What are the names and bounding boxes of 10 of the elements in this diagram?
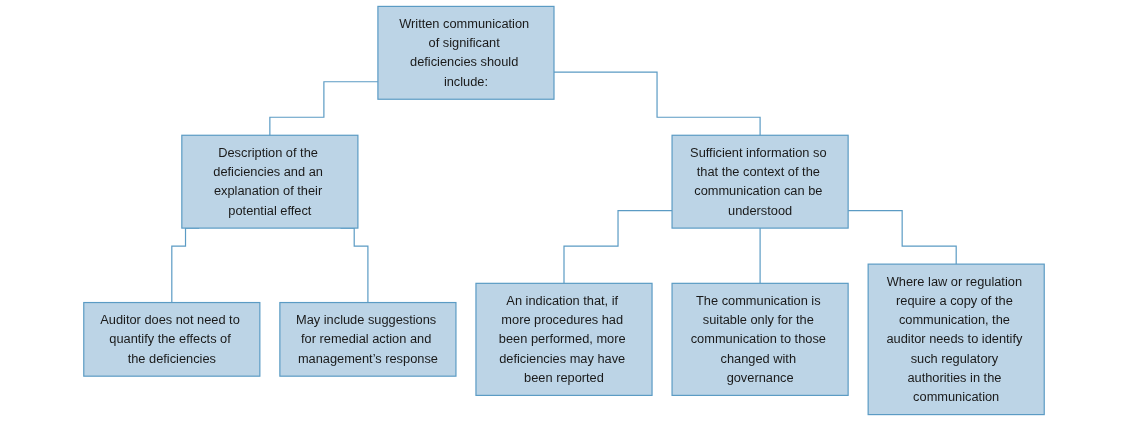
node-box: An indication that, if more procedures had been performed, more deficiencies may have been reported <box>475 282 653 396</box>
node-box: The communication is suitable only for the communication to those changed with governance <box>671 282 849 396</box>
node-box: Where law or regulation require a copy of the communication, the auditor needs to identify such regulatory authorities in the communication <box>867 263 1045 416</box>
node-box: May include suggestions for remedial action and management’s response <box>279 301 457 377</box>
connector <box>759 227 761 284</box>
connector <box>563 210 673 284</box>
node-box: Written communication of significant deficiencies should include: <box>377 5 555 100</box>
node-box: Description of the deficiencies and an explanation of their potential effect <box>181 134 359 229</box>
node-box: Sufficient information so that the context of the communication can be understood <box>671 134 849 229</box>
node-box: Auditor does not need to quantify the effects of the deficiencies <box>83 301 261 377</box>
